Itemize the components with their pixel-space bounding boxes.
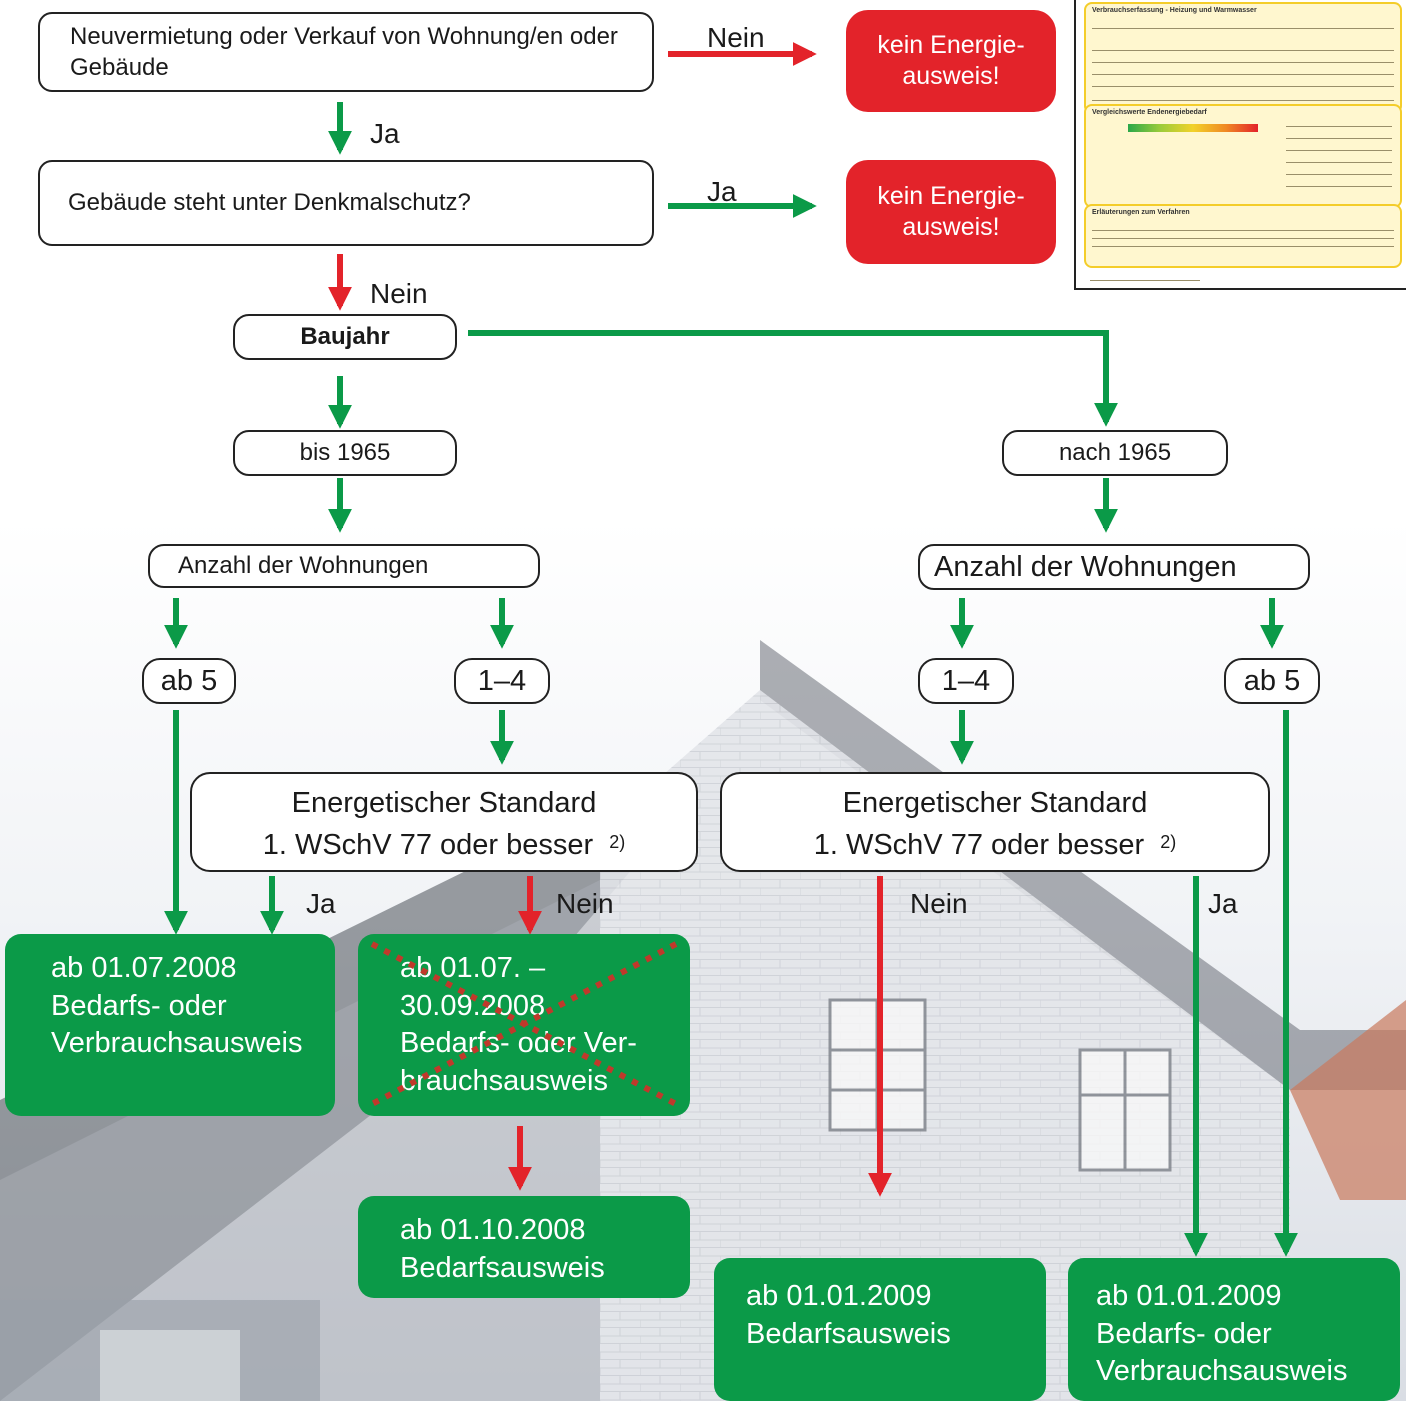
result-kein-energieausweis-2-text: kein Energie-ausweis! [877,181,1025,241]
energieausweis-document-thumbnail: Verbrauchserfassung - Heizung und Warmwa… [1074,0,1406,290]
standard-left-line2: 1. WSchV 77 oder besser 2) [192,824,696,866]
result-g2-line3: Bedarfs- oder Ver- [400,1027,637,1060]
result-kein-energieausweis-2: kein Energie-ausweis! [846,160,1056,264]
label-right-nein: Nein [910,888,968,919]
label-left-ja: Ja [306,888,336,919]
doc-section1-title: Verbrauchserfassung - Heizung und Warmwa… [1092,7,1257,14]
question-neuvermietung-text: Neuvermietung oder Verkauf von Wohnung/e… [70,22,618,81]
result-g2-line1: ab 01.07. – [400,952,546,984]
result-ab-01-10-2008: ab 01.10.2008 Bedarfsausweis [358,1196,690,1298]
doc-panel-erlaeuterungen: Erläuterungen zum Verfahren [1084,204,1402,268]
standard-left-line1: Energetischer Standard [291,787,597,819]
crossed-out-mark [370,941,678,1107]
label-q1-ja: Ja [370,118,400,149]
doc-panel-vergleichswerte: Vergleichswerte Endenergiebedarf [1084,104,1402,208]
standard-left-line2-text: 1. WSchV 77 oder besser [262,829,594,862]
node-1-4-right-text: 1–4 [941,664,991,697]
node-baujahr-text: Baujahr [300,323,390,350]
node-1-4-left: 1–4 [454,658,550,704]
result-ab-01-01-2009-bedarfs-oder-verbrauchsausweis: ab 01.01.2009 Bedarfs- oder Verbrauchsau… [1068,1258,1400,1401]
standard-right-line1: Energetischer Standard [842,787,1148,819]
result-g3-line2: Bedarfsausweis [400,1251,605,1284]
node-energetischer-standard-left: Energetischer Standard 1. WSchV 77 oder … [190,772,698,872]
result-ab-01-01-2009-bedarfsausweis: ab 01.01.2009 Bedarfsausweis [714,1258,1046,1401]
result-g1-line1: ab 01.07.2008 [51,952,237,984]
result-kein-energieausweis-1-text: kein Energie-ausweis! [877,30,1025,90]
label-left-nein: Nein [556,888,614,919]
node-anzahl-wohnungen-left: Anzahl der Wohnungen [148,544,540,588]
arrow-baujahr-nach1965 [468,330,1118,427]
standard-right-line2-text: 1. WSchV 77 oder besser [813,829,1145,862]
result-g5-line1: ab 01.01.2009 [1096,1280,1282,1312]
doc-section3-title: Erläuterungen zum Verfahren [1092,209,1190,216]
label-q2-nein: Nein [370,278,428,309]
node-ab5-right-text: ab 5 [1243,664,1301,697]
result-g5-line3: Verbrauchsausweis [1096,1355,1348,1388]
node-ab5-right: ab 5 [1224,658,1320,704]
node-bis-1965: bis 1965 [233,430,457,476]
result-kein-energieausweis-1: kein Energie-ausweis! [846,10,1056,112]
doc-panel-verbrauchserfassung: Verbrauchserfassung - Heizung und Warmwa… [1084,2,1402,114]
node-energetischer-standard-right: Energetischer Standard 1. WSchV 77 oder … [720,772,1270,872]
node-anzahl-wohnungen-right-text: Anzahl der Wohnungen [934,550,1237,583]
doc-section2-title: Vergleichswerte Endenergiebedarf [1092,109,1207,116]
node-bis-1965-text: bis 1965 [299,439,391,466]
node-anzahl-wohnungen-right: Anzahl der Wohnungen [918,544,1310,590]
result-g4-line2: Bedarfsausweis [746,1317,951,1350]
node-nach-1965: nach 1965 [1002,430,1228,476]
result-g3-line1: ab 01.10.2008 [400,1214,586,1246]
node-ab5-left: ab 5 [142,658,236,704]
label-q1-nein: Nein [707,22,765,53]
result-g4-line1: ab 01.01.2009 [746,1280,932,1312]
result-g2-line4: brauchsausweis [400,1065,608,1098]
label-right-ja: Ja [1208,888,1238,919]
question-neuvermietung: Neuvermietung oder Verkauf von Wohnung/e… [38,12,654,92]
result-g1-line3: Verbrauchsausweis [51,1027,303,1060]
standard-right-line2: 1. WSchV 77 oder besser 2) [722,824,1268,866]
result-g5-line2: Bedarfs- oder [1096,1317,1272,1350]
node-baujahr: Baujahr [233,314,457,360]
node-nach-1965-text: nach 1965 [1058,439,1172,466]
node-ab5-left-text: ab 5 [160,664,218,697]
node-anzahl-wohnungen-left-text: Anzahl der Wohnungen [178,552,429,579]
node-1-4-left-text: 1–4 [477,664,527,697]
label-q2-ja: Ja [707,176,737,207]
question-denkmalschutz: Gebäude steht unter Denkmalschutz? [38,160,654,246]
question-denkmalschutz-text: Gebäude steht unter Denkmalschutz? [68,189,471,216]
doc-energy-scale-bar [1128,124,1258,132]
result-ab-01-07-2008: ab 01.07.2008 Bedarfs- oder Verbrauchsau… [5,934,335,1116]
standard-left-footnote: 2) [609,832,626,853]
standard-right-footnote: 2) [1160,832,1177,853]
result-g1-line2: Bedarfs- oder [51,989,227,1022]
node-1-4-right: 1–4 [918,658,1014,704]
